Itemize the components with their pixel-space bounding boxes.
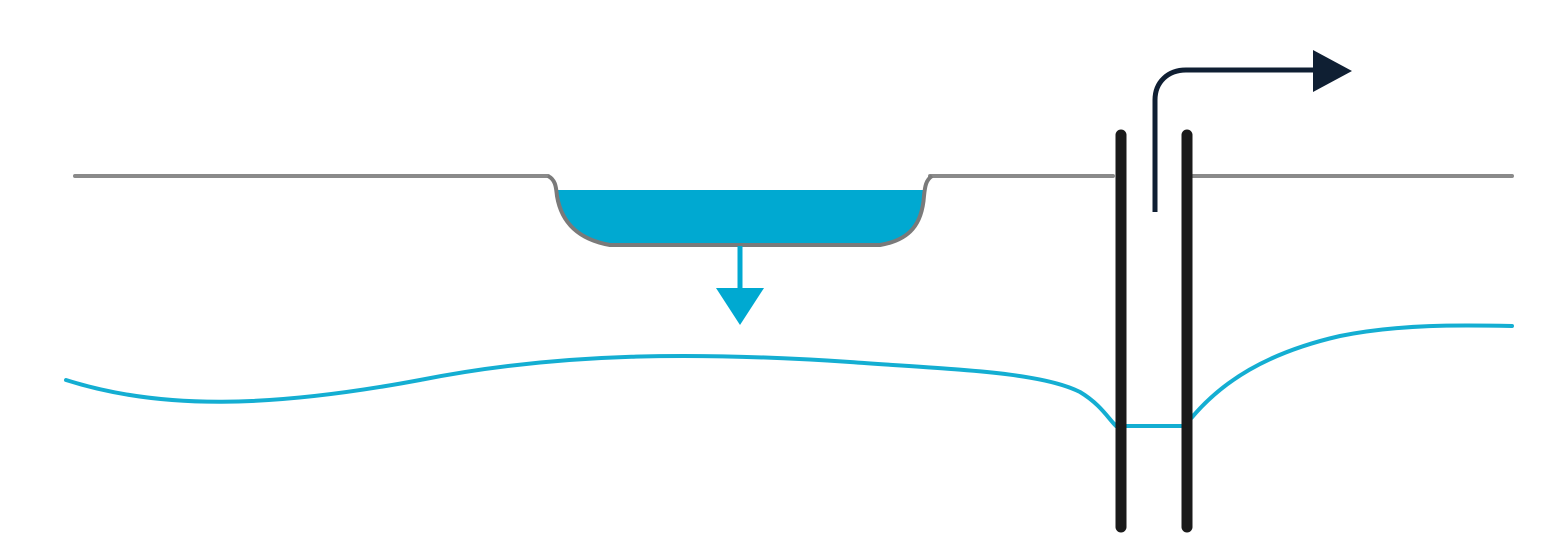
extraction-arrow-shaft [1152, 67, 1318, 212]
infiltration-arrow-head [716, 288, 764, 325]
basin-water [555, 190, 925, 244]
extraction-arrow-head [1313, 50, 1352, 92]
water-table [64, 323, 1514, 428]
basin-outline [546, 174, 934, 247]
extraction-arrow [1152, 50, 1352, 212]
well [1115, 129, 1193, 533]
infiltration-basin [546, 174, 934, 247]
infiltration-arrow [716, 246, 764, 325]
